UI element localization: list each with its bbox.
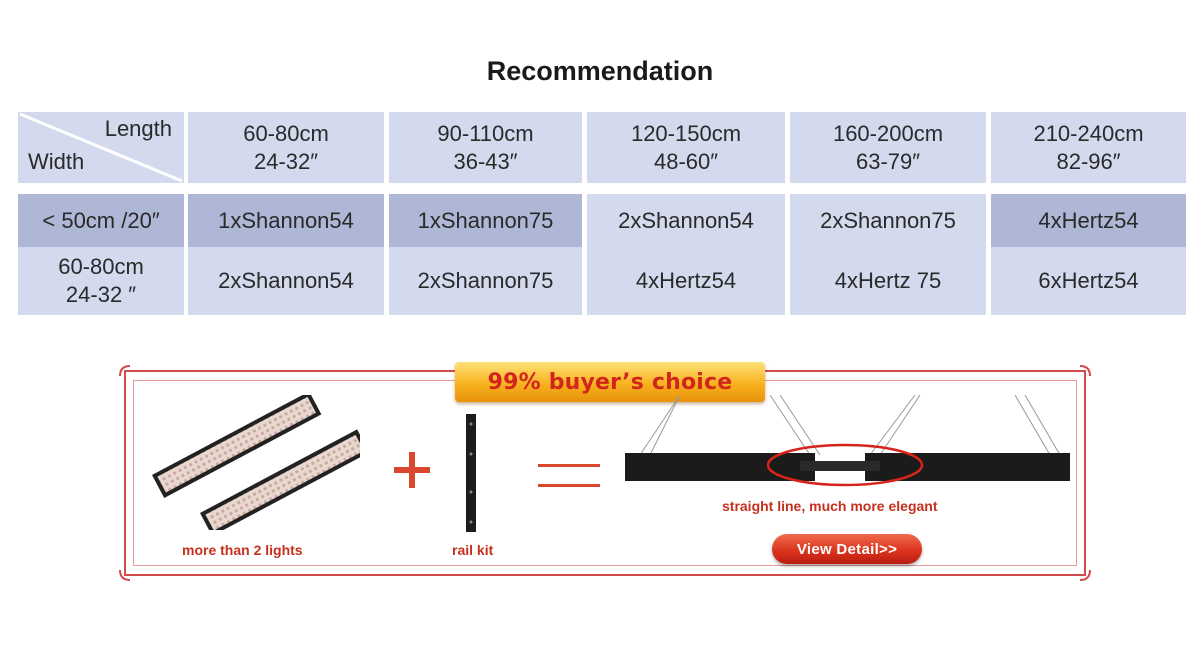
column-header: 60-80cm 24-32″ [188, 112, 384, 183]
column-header: 160-200cm 63-79″ [790, 112, 986, 183]
table-cell-text: 1xShannon54 [218, 207, 354, 233]
column-header-cm: 160-200cm [832, 120, 944, 146]
column-header-inch: 48-60″ [653, 148, 719, 174]
result-caption: straight line, much more elegant [722, 498, 938, 514]
table-cell: 2xShannon54 [587, 194, 785, 247]
column-header-cm: 120-150cm [630, 120, 742, 146]
table-cell-text: 4xHertz54 [635, 268, 737, 293]
table-cell-text: 1xShannon75 [417, 207, 554, 233]
row-label-text-line2: 24-32 ″ [65, 282, 137, 307]
row-label: 60-80cm 24-32 ″ [18, 247, 184, 315]
column-header-inch: 36-43″ [453, 148, 518, 174]
row-label: < 50cm /20″ [18, 194, 184, 247]
corner-width-label: Width [28, 149, 85, 174]
table-corner-cell: Length Width [18, 112, 184, 183]
view-detail-button[interactable]: View Detail>> [772, 534, 922, 564]
rail-kit-image [466, 414, 476, 532]
equals-icon-bottom [538, 484, 600, 487]
table-cell: 6xHertz54 [991, 247, 1186, 315]
column-header-cm: 210-240cm [1033, 120, 1144, 146]
column-header-cm: 60-80cm [243, 120, 329, 146]
column-header: 120-150cm 48-60″ [587, 112, 785, 183]
table-cell: 4xHertz54 [991, 194, 1186, 247]
table-cell-text: 2xShannon54 [618, 207, 754, 233]
table-cell-text: 2xShannon75 [820, 207, 956, 233]
table-cell: 1xShannon54 [188, 194, 384, 247]
diagonal-divider [19, 112, 183, 183]
banner-corner-ornaments [119, 365, 1091, 581]
column-header-cm: 90-110cm [437, 120, 534, 146]
table-cell: 2xShannon75 [389, 247, 582, 315]
table-cell-text: 2xShannon54 [218, 268, 354, 293]
table-cell-text: 2xShannon75 [417, 268, 554, 293]
corner-length-label: Length [104, 116, 172, 141]
table-cell: 4xHertz 75 [790, 247, 986, 315]
table-cell: 2xShannon75 [790, 194, 986, 247]
row-label-text: < 50cm /20″ [42, 207, 160, 233]
column-header-inch: 24-32″ [253, 148, 319, 174]
equals-icon-top [538, 464, 600, 467]
table-cell-text: 6xHertz54 [1038, 268, 1139, 293]
table-cell: 4xHertz54 [587, 247, 785, 315]
column-header-inch: 63-79″ [855, 148, 921, 174]
lights-caption: more than 2 lights [182, 542, 303, 558]
table-cell: 1xShannon75 [389, 194, 582, 247]
column-header: 210-240cm 82-96″ [991, 112, 1186, 183]
led-lights-image [152, 395, 360, 530]
page-title: Recommendation [486, 56, 714, 86]
rail-kit-caption: rail kit [452, 542, 494, 558]
table-cell: 2xShannon54 [188, 247, 384, 315]
plus-icon [394, 452, 430, 488]
column-header-inch: 82-96″ [1056, 148, 1121, 174]
row-label-text: 60-80cm [58, 254, 144, 279]
table-cell-text: 4xHertz 75 [834, 268, 942, 293]
table-cell-text: 4xHertz54 [1038, 207, 1139, 233]
column-header: 90-110cm 36-43″ [389, 112, 582, 183]
badge-text: 99% buyer’s choice [487, 369, 733, 395]
buyers-choice-badge: 99% buyer’s choice [455, 362, 765, 402]
connected-lights-image [625, 395, 1070, 487]
